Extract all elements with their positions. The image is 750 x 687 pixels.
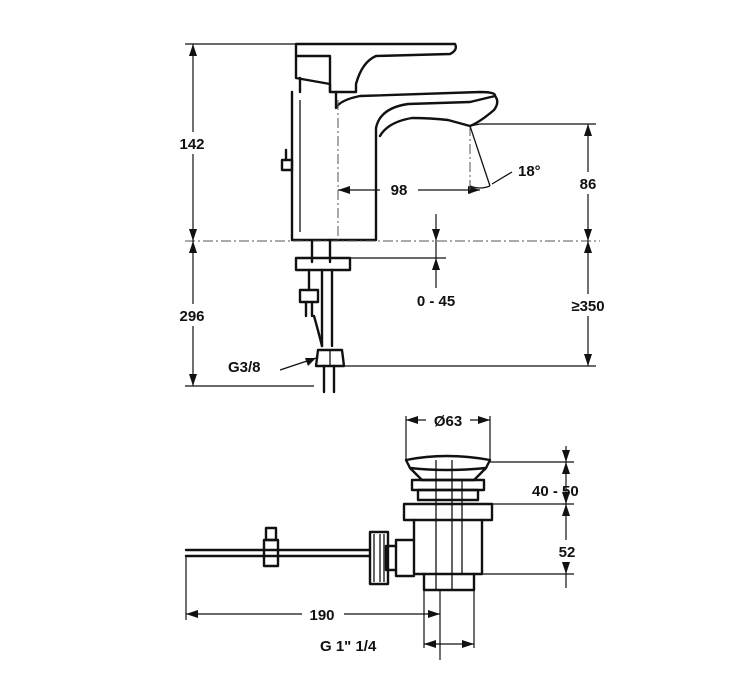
spout-reach-label: 98 [391, 182, 408, 199]
tap-height-label: 142 [179, 136, 204, 153]
tap-underside [294, 238, 352, 394]
waste-height-label: 52 [559, 544, 576, 561]
waste-flange-label: 40 - 50 [532, 483, 579, 500]
min-depth-label: ≥350 [571, 298, 604, 315]
deck-thickness-label: 0 - 45 [417, 293, 455, 310]
below-deck-label: 296 [179, 308, 204, 325]
tap-dimensions [185, 43, 596, 387]
connection-thread-label: G3/8 [228, 359, 261, 376]
waste-diameter-label: Ø63 [434, 413, 462, 430]
spout-clearance-label: 86 [580, 176, 597, 193]
waste-thread-label: G 1" 1/4 [320, 638, 377, 655]
tap-body [280, 42, 499, 242]
waste-assembly [184, 454, 494, 592]
rod-length-label: 190 [309, 607, 334, 624]
spout-angle-label: 18° [518, 163, 541, 180]
